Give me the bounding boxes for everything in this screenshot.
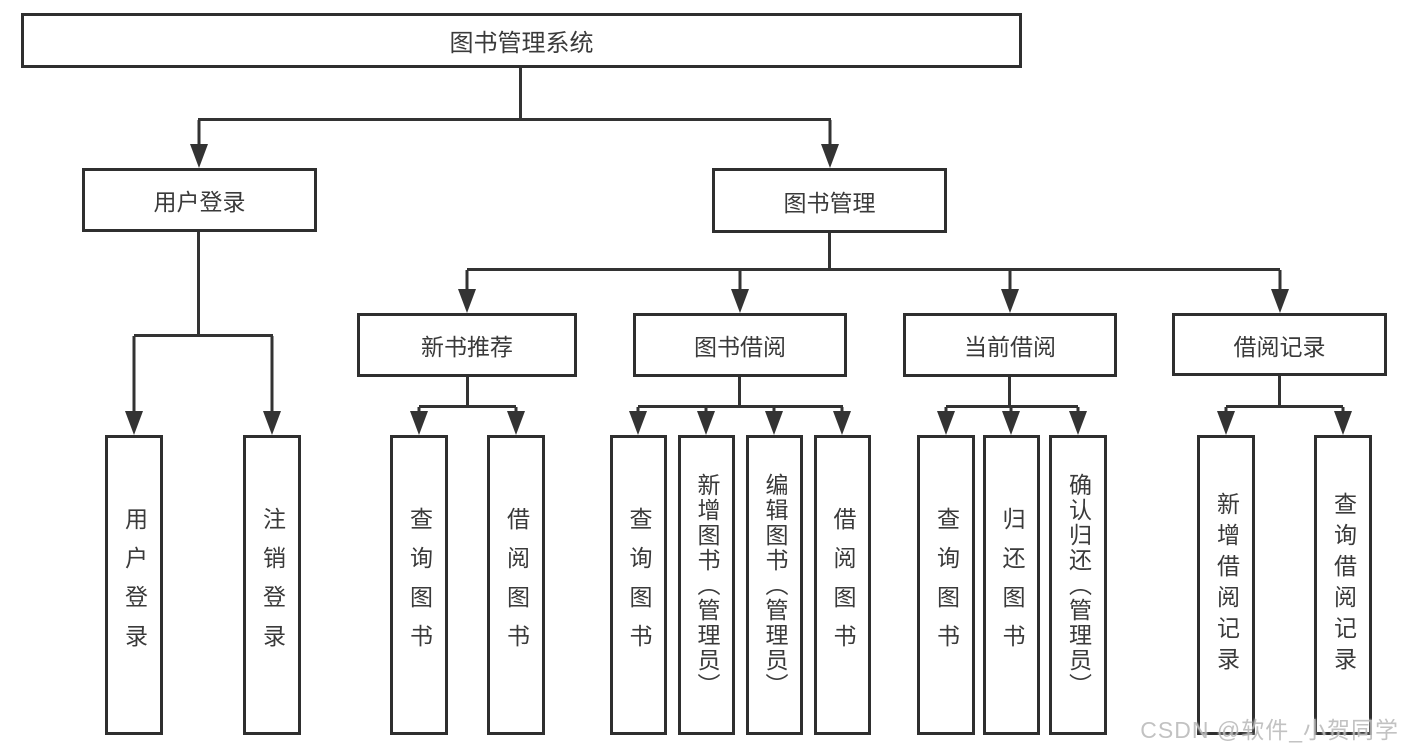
connector-line (1008, 377, 1011, 407)
node-label: 用户登录 (121, 507, 148, 663)
leaf-query-books-borrowing: 查询图书 (610, 435, 667, 735)
node-label: 图书管理系统 (449, 30, 594, 57)
node-label: 查询图书 (406, 507, 433, 663)
node-label: 归还图书 (999, 507, 1025, 663)
leaf-query-borrow-record: 查询借阅记录 (1314, 435, 1372, 735)
arrowhead-icon (1216, 407, 1236, 435)
connector-line (134, 334, 273, 337)
arrowhead-icon (189, 120, 209, 168)
node-book-management: 图书管理 (712, 168, 947, 233)
arrowhead-icon (457, 270, 477, 313)
arrowhead-icon (409, 407, 429, 435)
arrowhead-icon (262, 336, 282, 435)
connector-line (466, 377, 469, 407)
node-current-borrowing: 当前借阅 (903, 313, 1117, 377)
connector-line (638, 405, 843, 408)
leaf-return-book: 归还图书 (983, 435, 1040, 735)
node-label: 新增借阅记录 (1213, 492, 1240, 678)
leaf-add-book-admin: 新增图书（管理员） (678, 435, 735, 735)
node-label: 借阅图书 (503, 507, 530, 663)
node-user-login: 用户登录 (82, 168, 317, 232)
leaf-borrow-books-recommend: 借阅图书 (487, 435, 545, 735)
arrowhead-icon (506, 407, 526, 435)
leaf-logout: 注销登录 (243, 435, 301, 735)
connector-line (467, 268, 1280, 271)
arrowhead-icon (1270, 270, 1290, 313)
node-label: 新书推荐 (421, 334, 513, 360)
arrowhead-icon (1333, 407, 1353, 435)
connector-line (738, 377, 741, 407)
csdn-watermark: CSDN @软件_小贺同学 (1140, 717, 1399, 743)
leaf-borrow-books-borrowing: 借阅图书 (814, 435, 871, 735)
leaf-query-books-current: 查询图书 (917, 435, 975, 735)
arrowhead-icon (1068, 407, 1088, 435)
node-label: 注销登录 (259, 507, 286, 663)
connector-line (828, 233, 831, 270)
node-label: 当前借阅 (964, 334, 1056, 360)
node-library-system: 图书管理系统 (21, 13, 1022, 68)
node-label: 编辑图书（管理员） (762, 472, 788, 698)
node-label: 查询借阅记录 (1330, 492, 1357, 678)
node-label: 图书管理 (783, 189, 876, 216)
node-label: 确认归还（管理员） (1065, 472, 1092, 698)
connector-line (419, 405, 516, 408)
arrowhead-icon (1001, 407, 1021, 435)
arrowhead-icon (820, 120, 840, 168)
node-borrowing-records: 借阅记录 (1172, 313, 1387, 376)
connector-line (197, 232, 200, 336)
arrowhead-icon (696, 407, 716, 435)
connector-line (1278, 376, 1281, 407)
arrowhead-icon (628, 407, 648, 435)
connector-line (198, 118, 831, 121)
node-new-book-recommend: 新书推荐 (357, 313, 577, 377)
arrowhead-icon (764, 407, 784, 435)
node-label: 借阅记录 (1233, 333, 1326, 360)
connector-line (519, 68, 522, 120)
node-label: 用户登录 (153, 189, 246, 215)
node-label: 查询图书 (626, 507, 652, 663)
leaf-edit-book-admin: 编辑图书（管理员） (746, 435, 803, 735)
arrowhead-icon (124, 336, 144, 435)
node-book-borrowing: 图书借阅 (633, 313, 847, 377)
connector-line (1226, 405, 1343, 408)
leaf-query-books-recommend: 查询图书 (390, 435, 448, 735)
leaf-add-borrow-record: 新增借阅记录 (1197, 435, 1255, 735)
arrowhead-icon (832, 407, 852, 435)
leaf-confirm-return-admin: 确认归还（管理员） (1049, 435, 1107, 735)
node-label: 新增图书（管理员） (694, 472, 720, 698)
node-label: 借阅图书 (830, 507, 856, 663)
arrowhead-icon (730, 270, 750, 313)
node-label: 查询图书 (933, 507, 960, 663)
leaf-user-login: 用户登录 (105, 435, 163, 735)
arrowhead-icon (1000, 270, 1020, 313)
arrowhead-icon (936, 407, 956, 435)
node-label: 图书借阅 (694, 334, 786, 360)
